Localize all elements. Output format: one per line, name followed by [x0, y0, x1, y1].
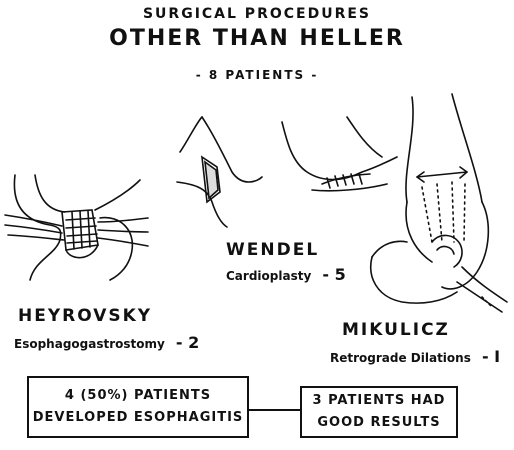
- mikulicz-count: - I: [482, 347, 500, 366]
- good-results-box: 3 PATIENTS HAD GOOD RESULTS: [300, 386, 458, 438]
- result-connector-line: [249, 409, 300, 411]
- mikulicz-illustration: [362, 92, 512, 317]
- wendel-count: - 5: [322, 265, 345, 284]
- heyrovsky-illustration: [0, 170, 150, 300]
- title-line-1: SURGICAL PROCEDURES: [0, 6, 514, 22]
- wendel-label: WENDEL: [226, 240, 319, 260]
- esophagitis-result-line-1: 4 (50%) PATIENTS: [65, 385, 211, 407]
- heyrovsky-label: HEYROVSKY: [18, 306, 152, 326]
- wendel-description-row: Cardioplasty - 5: [226, 265, 346, 284]
- esophagitis-result-line-2: DEVELOPED ESOPHAGITIS: [33, 407, 244, 429]
- good-results-line-2: GOOD RESULTS: [317, 412, 440, 434]
- esophagitis-result-box: 4 (50%) PATIENTS DEVELOPED ESOPHAGITIS: [27, 376, 249, 438]
- wendel-description: Cardioplasty: [226, 269, 311, 283]
- title-line-2: OTHER THAN HELLER: [0, 26, 514, 51]
- good-results-line-1: 3 PATIENTS HAD: [313, 390, 446, 412]
- heyrovsky-description-row: Esophagogastrostomy - 2: [14, 333, 199, 352]
- patient-count-subtitle: - 8 PATIENTS -: [0, 68, 514, 82]
- mikulicz-description: Retrograde Dilations: [330, 351, 471, 365]
- heyrovsky-description: Esophagogastrostomy: [14, 337, 165, 351]
- mikulicz-label: MIKULICZ: [342, 320, 450, 340]
- heyrovsky-count: - 2: [176, 333, 199, 352]
- mikulicz-description-row: Retrograde Dilations - I: [330, 347, 500, 366]
